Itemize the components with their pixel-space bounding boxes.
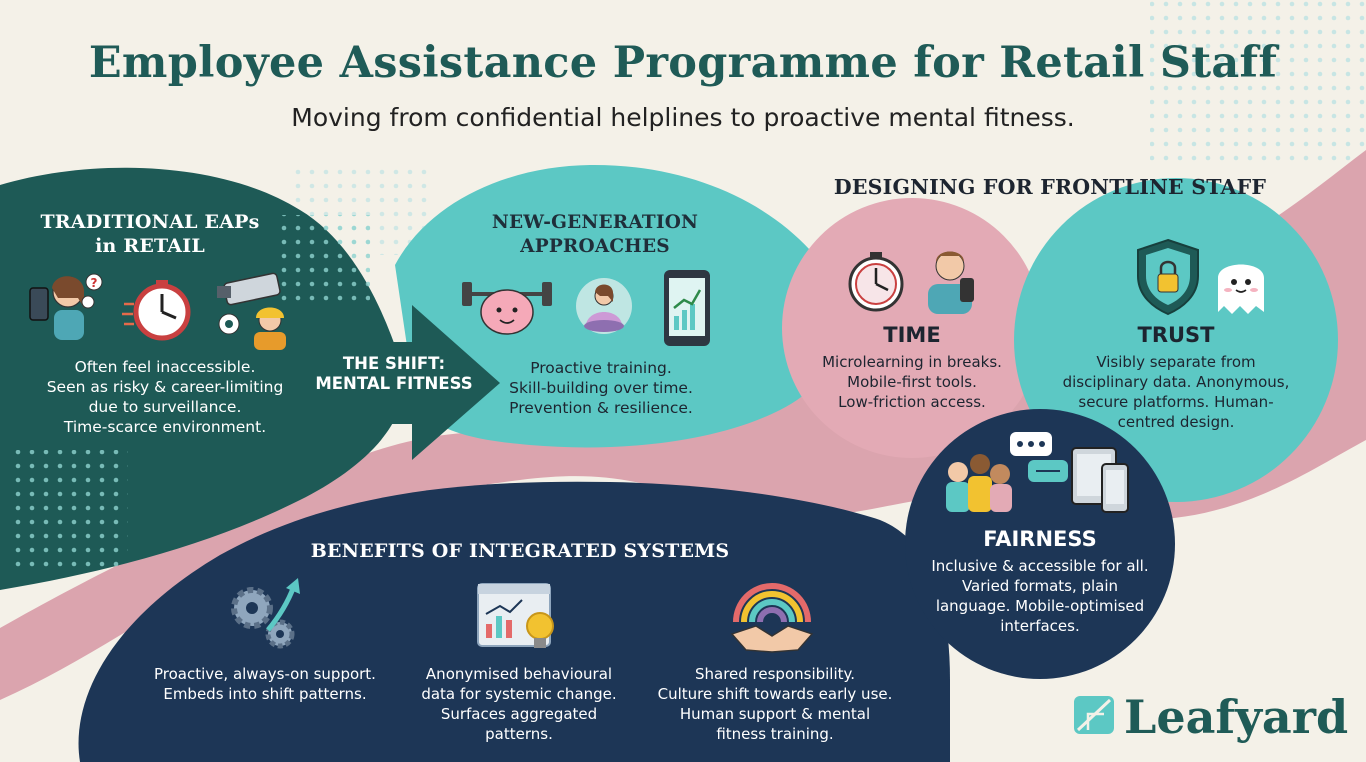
devices-icon [1071,447,1129,513]
new-generation-heading: NEW-GENERATION APPROACHES [491,212,699,257]
rainbow-handshake-icon [730,583,814,653]
benefits-heading: BENEFITS OF INTEGRATED SYSTEMS [310,540,730,562]
benefits-col-3: Shared responsibility. Culture shift tow… [657,665,893,743]
time-circle [782,198,1042,458]
dot-pattern-left [8,450,128,570]
leafyard-logo-icon [1074,696,1114,734]
page-subtitle: Moving from confidential helplines to pr… [291,103,1075,132]
diverse-group-icon [946,454,1012,512]
lightbulb-icon [526,612,554,648]
shift-arrow [290,305,500,460]
new-generation-text: Proactive training. Skill-building over … [509,359,693,417]
fairness-text: Inclusive & accessible for all. Varied f… [931,557,1149,635]
fairness-title: FAIRNESS [983,527,1097,551]
ghost-icon [1218,264,1264,314]
trust-text: Visibly separate from disciplinary data.… [1062,353,1290,431]
trust-title: TRUST [1137,323,1215,347]
brand-name: Leafyard [1124,690,1349,744]
page-title: Employee Assistance Programme for Retail… [88,38,1278,88]
brain-barbell-icon [462,282,552,335]
time-text: Microlearning in breaks. Mobile-first to… [822,353,1002,411]
traditional-heading: TRADITIONAL EAPs in RETAIL [40,211,260,257]
meditation-icon [576,278,632,334]
gears-arrow-icon [231,578,300,649]
shift-label: THE SHIFT: MENTAL FITNESS [315,354,473,393]
chat-bubbles-icon [1010,432,1068,482]
alarm-clock-icon [122,280,191,341]
stopwatch-icon [848,252,904,312]
traditional-text: Often feel inaccessible. Seen as risky &… [46,358,284,436]
stressed-woman-phone-icon: ? [29,273,103,340]
benefits-col-2: Anonymised behavioural data for systemic… [421,665,617,743]
cctv-camera-icon [217,272,281,335]
designing-heading: DESIGNING FOR FRONTLINE STAFF [833,175,1267,199]
time-title: TIME [883,323,941,347]
man-phone-icon [928,251,974,314]
shield-lock-icon [1137,238,1199,316]
dot-pattern-top-right [1150,0,1366,165]
growth-tablet-icon [664,270,710,346]
worker-icon [254,307,286,350]
svg-text:?: ? [91,276,98,290]
benefits-col-1: Proactive, always-on support. Embeds int… [154,665,376,703]
